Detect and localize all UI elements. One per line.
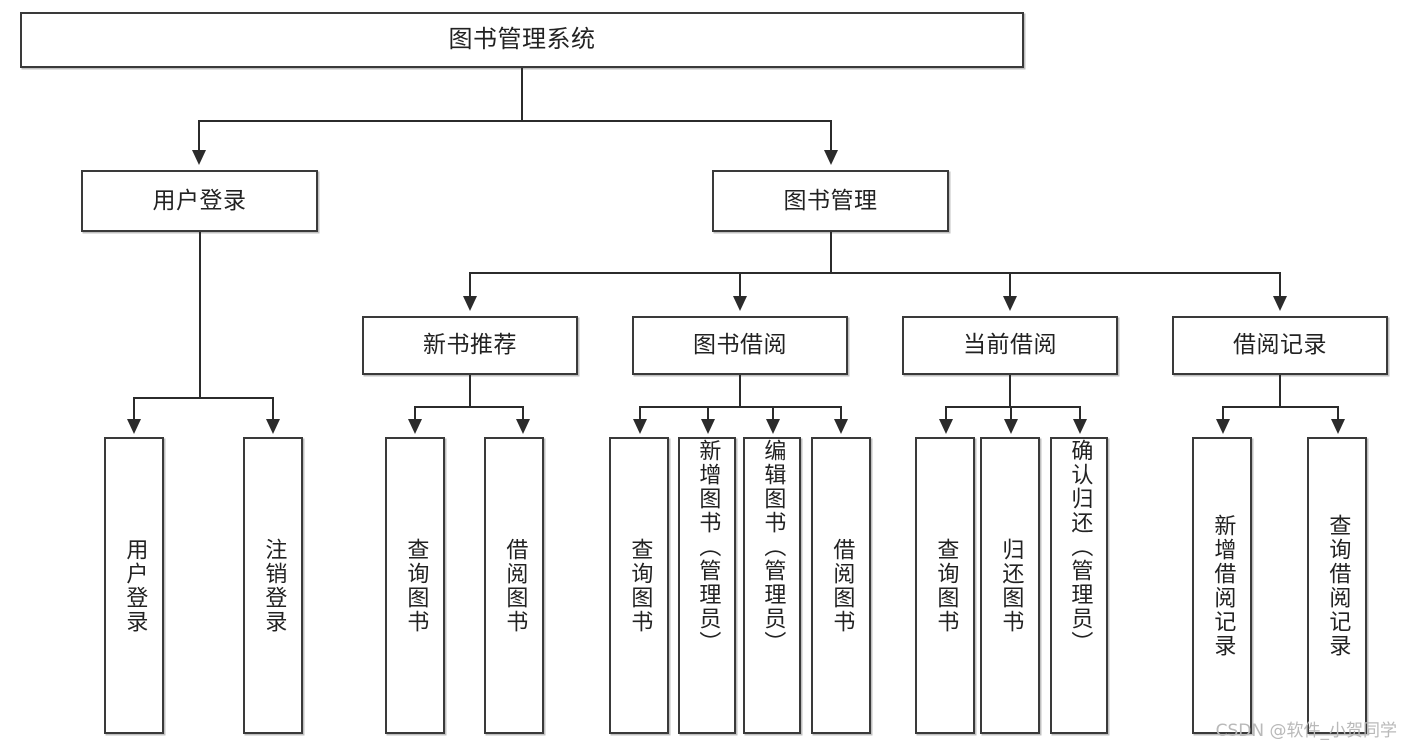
node-leaf-add-record-label: 新增借阅记录 [1210,513,1236,658]
edge-book-manage-drop-1 [469,272,471,298]
edge-current-borrow-stem [1009,375,1011,407]
edge-book-manage-drop-3 [1009,272,1011,298]
node-current-borrow-label: 当前借阅 [963,332,1057,359]
node-leaf-logout[interactable]: 注销登录 [243,437,303,734]
node-leaf-borrow-book-2[interactable]: 借阅图书 [811,437,871,734]
node-book-borrow-label: 图书借阅 [693,332,787,359]
edge-new-book-stem [469,375,471,407]
edge-borrow-record-drop-2 [1337,406,1339,421]
arrow-new-book-leaf-2 [516,419,530,434]
node-leaf-query-book-3-label: 查询图书 [933,537,959,634]
node-leaf-query-record-label: 查询借阅记录 [1325,513,1351,658]
edge-book-manage-drop-2 [739,272,741,298]
node-leaf-query-record[interactable]: 查询借阅记录 [1307,437,1367,734]
arrow-book-borrow-leaf-3 [766,419,780,434]
arrow-root-to-user-login [192,150,206,165]
edge-book-manage-bus [469,272,1281,274]
node-leaf-return-book-label: 归还图书 [998,537,1024,634]
node-leaf-edit-book[interactable]: 编辑图书（管理员） [743,437,801,734]
edge-user-login-stem [199,232,201,398]
node-user-login[interactable]: 用户登录 [81,170,318,232]
node-leaf-logout-label: 注销登录 [261,537,287,634]
watermark: CSDN @软件_小贺同学 [1215,721,1397,741]
edge-user-login-drop-2 [272,397,274,421]
edge-borrow-record-stem [1279,375,1281,407]
node-leaf-confirm-return[interactable]: 确认归还（管理员） [1050,437,1108,734]
arrow-book-manage-child-3 [1003,296,1017,311]
node-leaf-confirm-return-label: 确认归还（管理员） [1067,439,1093,655]
edge-borrow-record-drop-1 [1222,406,1224,421]
node-leaf-add-book[interactable]: 新增图书（管理员） [678,437,736,734]
edge-book-borrow-bus [639,406,842,408]
arrow-book-manage-child-1 [463,296,477,311]
node-borrow-record-label: 借阅记录 [1233,332,1327,359]
edge-book-borrow-drop-1 [639,406,641,421]
node-leaf-user-login[interactable]: 用户登录 [104,437,164,734]
edge-book-borrow-drop-3 [772,406,774,421]
edge-new-book-bus [414,406,524,408]
edge-book-borrow-drop-2 [707,406,709,421]
node-leaf-edit-book-label: 编辑图书（管理员） [760,439,786,655]
node-leaf-query-book-2[interactable]: 查询图书 [609,437,669,734]
node-leaf-query-book-1-label: 查询图书 [403,537,429,634]
arrow-root-to-book-manage [824,150,838,165]
arrow-current-borrow-leaf-1 [939,419,953,434]
node-leaf-borrow-book-1-label: 借阅图书 [502,537,528,634]
node-user-login-label: 用户登录 [152,187,247,214]
edge-book-borrow-stem [739,375,741,407]
edge-new-book-drop-2 [522,406,524,421]
node-current-borrow[interactable]: 当前借阅 [902,316,1118,375]
edge-current-borrow-drop-1 [945,406,947,421]
edge-root-to-user-login [198,120,200,152]
edge-user-login-bus [133,397,274,399]
node-new-book-recommend-label: 新书推荐 [423,332,517,359]
edge-root-to-book-manage [830,120,832,152]
node-leaf-borrow-book-2-label: 借阅图书 [829,537,855,634]
node-leaf-borrow-book-1[interactable]: 借阅图书 [484,437,544,734]
edge-current-borrow-drop-3 [1079,406,1081,421]
node-root-label: 图书管理系统 [448,25,596,54]
node-leaf-user-login-label: 用户登录 [122,537,148,634]
arrow-book-manage-child-2 [733,296,747,311]
edge-book-borrow-drop-4 [840,406,842,421]
edge-current-borrow-bus [945,406,1079,408]
node-leaf-query-book-1[interactable]: 查询图书 [385,437,445,734]
node-root[interactable]: 图书管理系统 [20,12,1024,68]
node-book-manage-label: 图书管理 [783,187,878,214]
edge-book-manage-stem [830,232,832,273]
node-leaf-add-book-label: 新增图书（管理员） [695,439,721,655]
arrow-borrow-record-leaf-2 [1331,419,1345,434]
node-leaf-query-book-2-label: 查询图书 [627,537,653,634]
node-leaf-add-record[interactable]: 新增借阅记录 [1192,437,1252,734]
node-leaf-query-book-3[interactable]: 查询图书 [915,437,975,734]
edge-current-borrow-drop-2 [1010,406,1012,421]
node-book-manage[interactable]: 图书管理 [712,170,949,232]
arrow-user-login-leaf-1 [127,419,141,434]
arrow-book-borrow-leaf-4 [834,419,848,434]
edge-user-login-drop-1 [133,397,135,421]
edge-book-manage-drop-4 [1279,272,1281,298]
node-new-book-recommend[interactable]: 新书推荐 [362,316,578,375]
edge-new-book-drop-1 [414,406,416,421]
arrow-current-borrow-leaf-2 [1004,419,1018,434]
arrow-book-borrow-leaf-2 [701,419,715,434]
edge-root-stem [521,68,523,121]
arrow-new-book-leaf-1 [408,419,422,434]
arrow-book-borrow-leaf-1 [633,419,647,434]
arrow-current-borrow-leaf-3 [1073,419,1087,434]
node-book-borrow[interactable]: 图书借阅 [632,316,848,375]
edge-root-bus [198,120,832,122]
node-borrow-record[interactable]: 借阅记录 [1172,316,1388,375]
arrow-borrow-record-leaf-1 [1216,419,1230,434]
edge-borrow-record-bus [1222,406,1339,408]
arrow-book-manage-child-4 [1273,296,1287,311]
node-leaf-return-book[interactable]: 归还图书 [980,437,1040,734]
arrow-user-login-leaf-2 [266,419,280,434]
